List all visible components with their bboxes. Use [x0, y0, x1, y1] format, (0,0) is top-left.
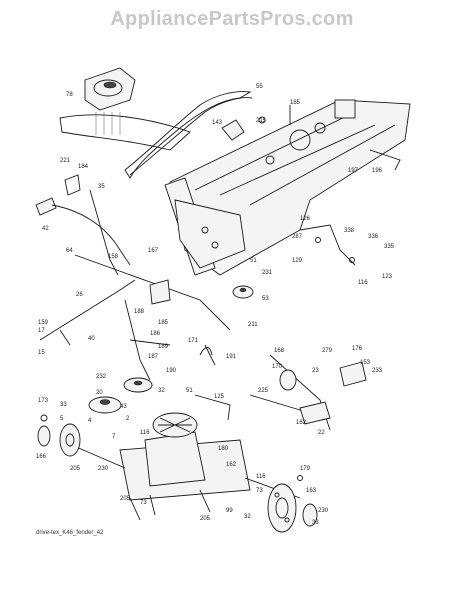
brake-assembly	[194, 224, 367, 431]
callout: 189	[158, 344, 169, 350]
callout: 22	[318, 430, 325, 436]
callout: 205	[120, 496, 131, 502]
callout: 176	[352, 346, 363, 352]
callout: 185	[290, 100, 301, 106]
callout: 99	[226, 508, 233, 514]
callout: 116	[256, 474, 266, 480]
transaxle	[59, 412, 301, 521]
callout: 42	[42, 226, 49, 232]
callout: 166	[36, 454, 47, 460]
fender-console	[59, 67, 191, 151]
callout: 17	[38, 328, 45, 334]
callout: 186	[150, 331, 161, 337]
callout: 32	[244, 514, 251, 520]
callout: 78	[66, 92, 73, 98]
callout: 188	[134, 309, 145, 315]
callout: 126	[300, 216, 311, 222]
callout: 51	[186, 388, 193, 394]
callout: 116	[140, 430, 150, 436]
callout: 53	[262, 296, 269, 302]
callout: 187	[148, 354, 159, 360]
callout: 171	[188, 338, 199, 344]
linkage-pulleys	[88, 285, 254, 414]
callout: 33	[60, 402, 67, 408]
callout: 184	[78, 164, 89, 170]
callout: 233	[372, 368, 383, 374]
callout: 190	[166, 368, 177, 374]
shift-lever	[35, 189, 231, 346]
watermark: AppliancePartsPros.com	[110, 8, 354, 30]
callout: 23	[312, 368, 319, 374]
callout: 221	[60, 158, 71, 164]
callout: 173	[38, 398, 49, 404]
callout: 33	[312, 520, 319, 526]
drive-belt	[124, 91, 253, 179]
callout: 40	[88, 336, 95, 342]
callout: 158	[108, 254, 119, 260]
callout: 5	[60, 416, 64, 422]
callout: 287	[292, 234, 303, 240]
callout: 73	[140, 500, 147, 506]
small-brackets	[64, 105, 291, 196]
callout: 230	[98, 466, 109, 472]
callout: 335	[384, 244, 395, 250]
callout: 51	[250, 258, 257, 264]
callout: 43	[120, 404, 127, 410]
main-frame	[164, 99, 411, 276]
callout: 211	[248, 322, 258, 328]
callout: 64	[66, 248, 73, 254]
callout-labels: 78 55 185 143 215 221 184 35 42 197 196 …	[36, 84, 395, 526]
callout: 123	[382, 274, 393, 280]
callout: 20	[96, 390, 103, 396]
callout: 338	[344, 228, 355, 234]
callout: 205	[70, 466, 81, 472]
callout: 153	[360, 360, 371, 366]
callout: 26	[76, 292, 83, 298]
callout: 232	[96, 374, 107, 380]
diagram-caption: drive-tex_K46_fender_42	[36, 530, 104, 536]
callout: 191	[226, 354, 237, 360]
callout: 35	[98, 184, 105, 190]
callout: 159	[38, 320, 49, 326]
callout: 15	[38, 350, 45, 356]
callout: 179	[300, 466, 311, 472]
callout: 196	[372, 168, 383, 174]
callout: 279	[322, 348, 333, 354]
callout: 116	[358, 280, 368, 286]
callout: 168	[274, 348, 285, 354]
callout: 215	[256, 118, 267, 124]
callout: 7	[112, 434, 116, 440]
callout: 143	[212, 120, 223, 126]
callout: 230	[318, 508, 329, 514]
callout: 125	[214, 394, 225, 400]
callout: 197	[348, 168, 359, 174]
callout: 163	[306, 488, 317, 494]
callout: 170	[272, 364, 283, 370]
callout: 162	[226, 462, 237, 468]
callout: 32	[158, 388, 165, 394]
callout: 336	[368, 234, 379, 240]
callout: 205	[200, 516, 211, 522]
callout: 180	[218, 446, 229, 452]
callout: 2	[126, 416, 130, 422]
left-hub	[37, 414, 81, 457]
callout: 129	[292, 258, 303, 264]
callout: 185	[158, 320, 169, 326]
callout: 4	[88, 418, 92, 424]
callout: 225	[258, 388, 269, 394]
callout: 162	[296, 420, 307, 426]
callout: 55	[256, 84, 263, 90]
callout: 73	[256, 488, 263, 494]
callout: 167	[148, 248, 159, 254]
callout: 231	[262, 270, 273, 276]
right-hub	[267, 475, 318, 533]
